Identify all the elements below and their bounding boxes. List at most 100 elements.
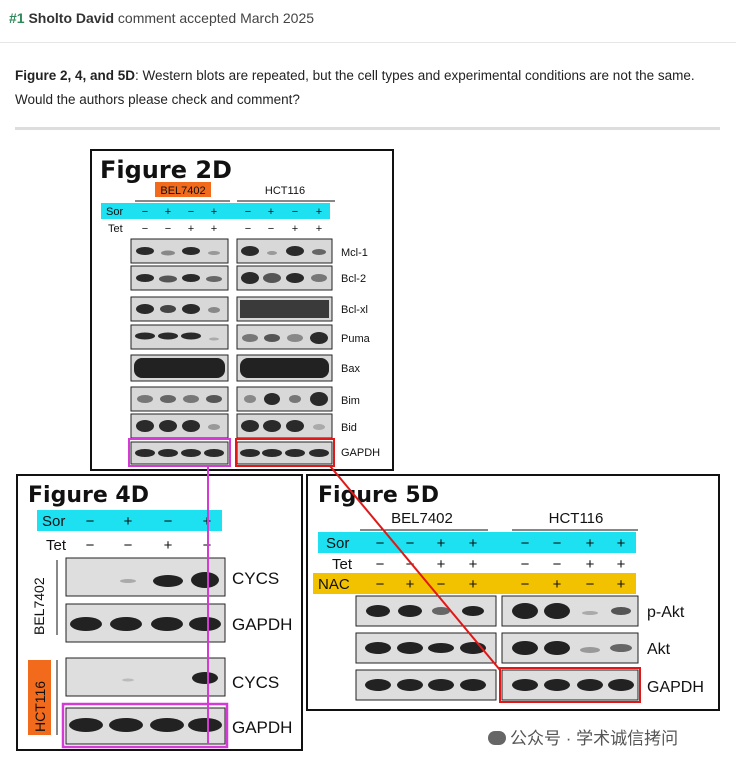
fig5d-nac-sign: − (437, 576, 446, 593)
fig2d-sor-sign: + (268, 206, 274, 218)
fig2d-gapdh-red-box (235, 438, 335, 467)
fig2d-sor-sign: − (188, 206, 194, 218)
comment-header-line: #1 Sholto David comment accepted March 2… (9, 10, 314, 26)
fig5d-sor-sign: − (376, 535, 385, 552)
fig2d-sor-sign: − (292, 206, 298, 218)
fig5d-nac-sign: + (406, 576, 415, 593)
comment-number[interactable]: #1 (9, 10, 25, 26)
fig5d-protein-label: Akt (647, 641, 671, 658)
fig5d-nac-sign: − (376, 576, 385, 593)
fig5d-cell1-label: BEL7402 (391, 510, 453, 527)
figure-2d-title: Figure 2D (100, 156, 232, 184)
fig2d-protein-label: Bcl-2 (341, 273, 366, 285)
fig5d-sor-sign: + (437, 535, 446, 552)
fig2d-tet-sign: − (245, 223, 251, 235)
fig5d-tet-sign: − (521, 556, 530, 573)
fig5d-nac-sign: + (617, 576, 626, 593)
fig4d-protein-label: CYCS (232, 673, 279, 692)
comment-header: #1 Sholto David comment accepted March 2… (0, 0, 736, 43)
fig2d-tet-label: Tet (108, 223, 123, 235)
fig5d-sor-sign: + (469, 535, 478, 552)
fig4d-tet-sign: − (124, 537, 133, 554)
fig5d-nac-sign: + (553, 576, 562, 593)
fig2d-tet-sign: − (142, 223, 148, 235)
blot-composite-image: Figure 2D BEL7402 HCT116 Sor − + − + − +… (16, 149, 720, 751)
fig2d-sor-sign: + (316, 206, 322, 218)
fig5d-tet-sign: + (437, 556, 446, 573)
fig4d-sor-label: Sor (42, 513, 65, 530)
fig5d-tet-sign: + (586, 556, 595, 573)
fig5d-tet-sign: − (376, 556, 385, 573)
fig5d-tet-sign: + (469, 556, 478, 573)
comment-status: comment accepted March 2025 (117, 10, 315, 26)
red-connector-line (329, 465, 501, 671)
fig4d-cell2-label: HCT116 (32, 681, 48, 732)
fig2d-tet-sign: + (211, 223, 217, 235)
fig2d-tet-sign: − (268, 223, 274, 235)
fig4d-protein-label: GAPDH (232, 718, 292, 737)
figure-5d-panel: Figure 5D BEL7402 HCT116 Sor − − + + − −… (306, 474, 720, 711)
fig5d-sor-sign: − (553, 535, 562, 552)
fig2d-gapdh-magenta-box (128, 438, 231, 467)
fig2d-protein-label: Bim (341, 395, 360, 407)
figure-5d-title: Figure 5D (318, 483, 439, 508)
fig2d-cell1-label: BEL7402 (160, 185, 205, 197)
fig5d-tet-sign: − (553, 556, 562, 573)
sor-row-highlight (101, 203, 330, 219)
fig5d-gapdh-red-box (499, 667, 641, 703)
fig2d-protein-label: Bid (341, 422, 357, 434)
watermark-text: 公众号 · 学术诚信拷问 (510, 729, 679, 748)
fig2d-sor-sign: − (142, 206, 148, 218)
fig5d-sor-sign: + (586, 535, 595, 552)
fig4d-protein-label: GAPDH (232, 615, 292, 634)
figure-4d-title: Figure 4D (28, 483, 149, 508)
fig2d-sor-sign: + (165, 206, 171, 218)
fig5d-nac-sign: + (469, 576, 478, 593)
fig5d-nac-sign: − (521, 576, 530, 593)
fig5d-tet-sign: + (617, 556, 626, 573)
wechat-icon (488, 731, 506, 745)
fig4d-tet-sign: + (164, 537, 173, 554)
figure-4d-panel: Figure 4D Sor − + − + Tet − − + − BEL740… (16, 474, 303, 751)
fig5d-sor-sign: − (521, 535, 530, 552)
comment-author[interactable]: Sholto David (28, 10, 115, 26)
fig5d-tet-sign: − (406, 556, 415, 573)
fig4d-sor-sign: − (164, 513, 173, 530)
fig5d-cell2-label: HCT116 (549, 510, 604, 527)
fig2d-tet-sign: − (165, 223, 171, 235)
sor-row-highlight (37, 510, 222, 531)
comment-body: Figure 2, 4, and 5D: Western blots are r… (15, 64, 725, 112)
fig2d-protein-label: Bax (341, 363, 360, 375)
hct116-highlight (28, 660, 51, 735)
comment-text: : Western blots are repeated, but the ce… (15, 68, 695, 107)
fig5d-tet-label: Tet (332, 556, 353, 573)
watermark: 公众号 · 学术诚信拷问 (488, 724, 678, 749)
fig5d-protein-label: GAPDH (647, 679, 704, 696)
comment-figure-ref: Figure 2, 4, and 5D (15, 68, 136, 83)
fig5d-sor-sign: + (617, 535, 626, 552)
fig2d-tet-sign: + (292, 223, 298, 235)
fig4d-gapdh-magenta-box (61, 702, 229, 749)
bel7402-highlight (155, 182, 211, 197)
figure-2d-panel: Figure 2D BEL7402 HCT116 Sor − + − + − +… (90, 149, 394, 471)
blot-strip (130, 441, 229, 465)
fig2d-protein-label: GAPDH (341, 447, 380, 459)
fig5d-sor-label: Sor (326, 535, 349, 552)
fig5d-protein-label: p-Akt (647, 604, 685, 621)
fig4d-tet-label: Tet (46, 537, 67, 554)
fig2d-tet-sign: + (316, 223, 322, 235)
fig2d-cell2-label: HCT116 (265, 185, 305, 197)
fig5d-nac-label: NAC (318, 576, 350, 593)
fig2d-protein-label: Puma (341, 333, 371, 345)
nac-row-highlight (313, 573, 636, 594)
fig2d-protein-label: Mcl-1 (341, 247, 368, 259)
divider (15, 127, 720, 130)
fig5d-sor-sign: − (406, 535, 415, 552)
fig4d-cell1-label: BEL7402 (31, 577, 47, 635)
fig2d-protein-label: Bcl-xl (341, 304, 368, 316)
fig4d-tet-sign: − (86, 537, 95, 554)
western-blot-figure: Figure 2D BEL7402 HCT116 Sor − + − + − +… (0, 140, 736, 767)
fig2d-sor-sign: − (245, 206, 251, 218)
fig2d-sor-label: Sor (106, 206, 123, 218)
fig2d-tet-sign: + (188, 223, 194, 235)
